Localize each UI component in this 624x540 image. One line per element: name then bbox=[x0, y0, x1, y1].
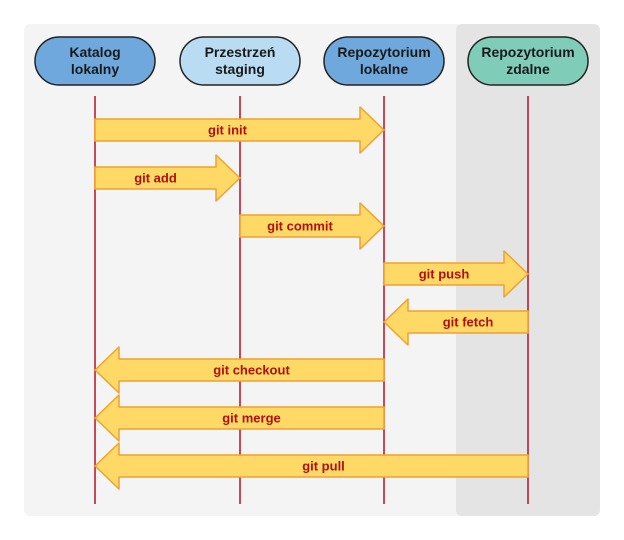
lane-title-line: Repozytorium bbox=[337, 44, 430, 60]
lane-title-line: lokalny bbox=[71, 61, 119, 77]
command-arrow: git checkout bbox=[94, 346, 385, 394]
arrow-left-shape bbox=[94, 394, 385, 442]
command-arrow: git init bbox=[94, 106, 385, 154]
command-label: git push bbox=[419, 267, 470, 282]
lane-header-shape bbox=[323, 36, 445, 86]
arrow-right-shape bbox=[383, 250, 529, 298]
arrow-left-shape bbox=[94, 442, 529, 490]
command-arrow: git merge bbox=[94, 394, 385, 442]
command-label: git add bbox=[134, 171, 177, 186]
command-label: git merge bbox=[222, 411, 281, 426]
arrow-left-shape bbox=[383, 298, 529, 346]
arrow-right-shape bbox=[94, 106, 385, 154]
command-label: git checkout bbox=[213, 363, 290, 378]
arrow-right-shape bbox=[94, 154, 241, 202]
lane-title-line: Przestrzeń bbox=[205, 44, 276, 60]
lane-header-shape bbox=[34, 36, 156, 86]
lane-title-line: Repozytorium bbox=[481, 44, 574, 60]
lane-title-line: staging bbox=[215, 61, 265, 77]
command-label: git pull bbox=[302, 459, 345, 474]
command-arrow: git pull bbox=[94, 442, 529, 490]
lane-header-shape bbox=[467, 36, 589, 86]
lane-title-line: lokalne bbox=[360, 61, 408, 77]
lane-title-line: Katalog bbox=[69, 44, 120, 60]
panel-local bbox=[24, 24, 464, 516]
command-arrow: git commit bbox=[239, 202, 385, 250]
arrow-right-shape bbox=[239, 202, 385, 250]
command-arrow: git push bbox=[383, 250, 529, 298]
command-arrow: git fetch bbox=[383, 298, 529, 346]
command-label: git commit bbox=[267, 219, 333, 234]
command-label: git init bbox=[208, 123, 248, 138]
command-label: git fetch bbox=[443, 315, 494, 330]
command-arrow: git add bbox=[94, 154, 241, 202]
lane-title-line: zdalne bbox=[506, 61, 550, 77]
lane-header-shape bbox=[179, 36, 301, 86]
arrow-left-shape bbox=[94, 346, 385, 394]
